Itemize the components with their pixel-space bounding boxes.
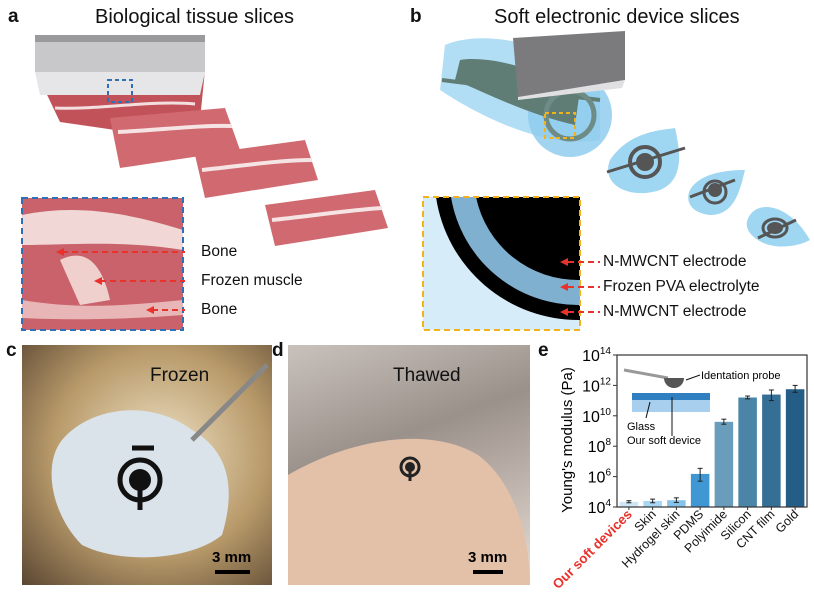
y-tick-label: 1010 [582, 407, 611, 426]
glass-label: Glass [627, 421, 656, 433]
thawed-device-photo: Thawed 3 mm [288, 345, 530, 585]
bar-gold [785, 389, 805, 507]
label-arrows [560, 258, 600, 316]
probe-tip [664, 378, 684, 388]
device-slice [606, 128, 686, 194]
device-pattern [117, 445, 163, 510]
label-pva-electrolyte: Frozen PVA electrolyte [603, 278, 760, 295]
bar-silicon [738, 397, 757, 507]
bar-cnt-film [762, 394, 781, 507]
panel-c-letter: c [6, 340, 17, 361]
label-electrode-outer: N-MWCNT electrode [603, 253, 747, 270]
scale-bar [473, 570, 503, 574]
tissue-inset [21, 197, 184, 331]
y-tick-label: 106 [588, 468, 612, 487]
meat-slice [110, 108, 240, 168]
scale-bar-label: 3 mm [212, 549, 252, 566]
finger [288, 438, 530, 585]
soft-device-layer [632, 393, 710, 400]
scale-bar [215, 570, 250, 574]
frozen-device-photo: Frozen 3 mm [22, 345, 272, 585]
meat-slice [265, 190, 388, 246]
panel-d-letter: d [272, 340, 284, 361]
glass-layer [632, 400, 710, 412]
x-tick-label: Gold [773, 507, 802, 536]
y-tick-label: 108 [588, 437, 612, 456]
scale-bar-label: 3 mm [468, 549, 508, 566]
tissue-slicing-illustration [21, 35, 388, 331]
youngs-modulus-chart: Young's modulus (Pa) 104 106 108 1010 1012 10… [550, 346, 808, 592]
zoom-region-box [544, 112, 576, 139]
panel-e-letter: e [538, 340, 549, 361]
device-label: Our soft device [627, 435, 701, 447]
device-pattern [399, 456, 421, 481]
label-electrode-inner: N-MWCNT electrode [603, 303, 747, 320]
bar-pdms [690, 473, 710, 507]
zoom-region-box [107, 79, 133, 103]
x-tick-label: Our soft devices [550, 507, 635, 592]
panel-a-letter: a [8, 6, 19, 27]
panel-b-title: Soft electronic device slices [494, 6, 740, 28]
device-slicing-illustration [422, 31, 810, 331]
label-frozen-muscle: Frozen muscle [201, 272, 303, 289]
device-slice [746, 207, 810, 247]
y-axis-label: Young's modulus (Pa) [559, 367, 576, 513]
label-bone-bottom: Bone [201, 301, 238, 318]
panel-b-letter: b [410, 6, 422, 27]
label-bone-top: Bone [201, 243, 238, 260]
y-tick-label: 1014 [582, 346, 611, 365]
y-tick-label: 104 [588, 498, 612, 517]
device-slice [688, 170, 745, 215]
bar-our-soft-devices [619, 501, 639, 507]
slicing-blade [35, 35, 205, 95]
slicing-blade [513, 31, 625, 100]
label-arrows [56, 248, 185, 314]
bar-hydrogel-skin [667, 500, 686, 507]
thawed-label: Thawed [393, 365, 461, 386]
bar-polyimide [714, 421, 734, 507]
indentation-inset: Identation probe Glass Our soft device [623, 368, 781, 447]
panel-a-title: Biological tissue slices [95, 6, 294, 28]
probe-label: Identation probe [701, 370, 781, 382]
tweezers [190, 363, 269, 442]
plot-frame [616, 354, 808, 508]
device-inset [422, 196, 581, 331]
meat-slice [195, 140, 318, 198]
y-tick-label: 1012 [582, 376, 611, 395]
bar-skin [643, 500, 662, 507]
frozen-label: Frozen [150, 365, 210, 386]
